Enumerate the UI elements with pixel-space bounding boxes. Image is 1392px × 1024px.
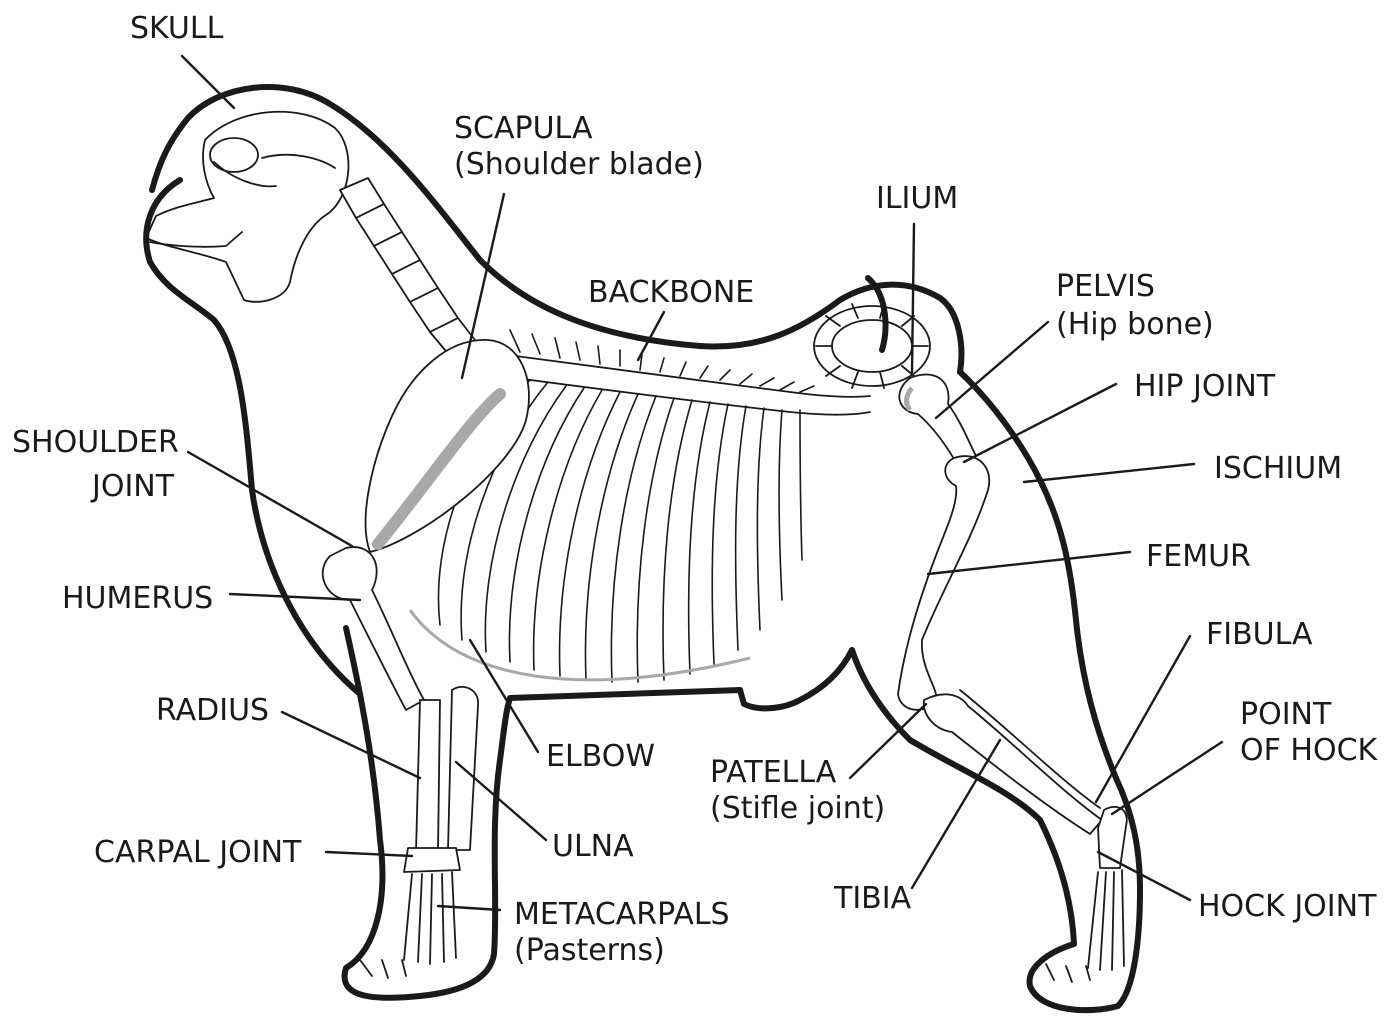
skull-bone (146, 112, 348, 302)
label-pelvis-sub: (Hip bone) (1056, 307, 1214, 342)
humerus-bone (323, 547, 424, 710)
label-scapula-sub: (Shoulder blade) (454, 147, 704, 182)
label-scapula: SCAPULA (454, 111, 593, 146)
leader-hock-joint (1098, 852, 1190, 900)
label-backbone: BACKBONE (588, 275, 754, 310)
label-carpal-joint: CARPAL JOINT (94, 835, 302, 870)
label-elbow: ELBOW (546, 739, 655, 774)
label-metacarpals-sub: (Pasterns) (514, 933, 665, 968)
label-point-of-hock-1: POINT (1240, 697, 1332, 732)
label-hock-joint: HOCK JOINT (1198, 889, 1377, 924)
label-point-of-hock-2: OF HOCK (1240, 733, 1379, 768)
leader-fibula (1096, 636, 1190, 802)
scapula-bone (366, 340, 529, 552)
label-pelvis: PELVIS (1056, 269, 1155, 304)
label-femur: FEMUR (1146, 539, 1251, 574)
label-fibula: FIBULA (1206, 617, 1313, 652)
label-hip-joint: HIP JOINT (1134, 369, 1276, 404)
label-ischium: ISCHIUM (1214, 451, 1342, 486)
label-patella-sub: (Stifle joint) (710, 791, 885, 826)
label-ulna: ULNA (552, 829, 634, 864)
leader-point-of-hock (1112, 742, 1222, 814)
leader-ischium (1024, 464, 1194, 482)
leader-carpal-joint (326, 852, 412, 856)
label-patella: PATELLA (710, 755, 837, 790)
label-metacarpals: METACARPALS (514, 897, 730, 932)
label-radius: RADIUS (156, 693, 269, 728)
femur-bone (898, 456, 989, 710)
label-shoulder-joint-1: SHOULDER (12, 425, 179, 460)
label-shoulder-joint-2: JOINT (90, 469, 175, 504)
leader-tibia (912, 740, 1000, 888)
label-tibia: TIBIA (833, 881, 912, 916)
label-skull: SKULL (130, 11, 224, 46)
hindleg-bones (924, 690, 1127, 982)
neck-vertebrae (340, 178, 478, 356)
label-ilium: ILIUM (876, 181, 958, 216)
pelvis-bone (814, 304, 976, 466)
leader-radius (282, 712, 420, 778)
leader-metacarpals (438, 906, 500, 910)
label-humerus: HUMERUS (62, 581, 213, 616)
leader-shoulder-joint (188, 452, 352, 546)
